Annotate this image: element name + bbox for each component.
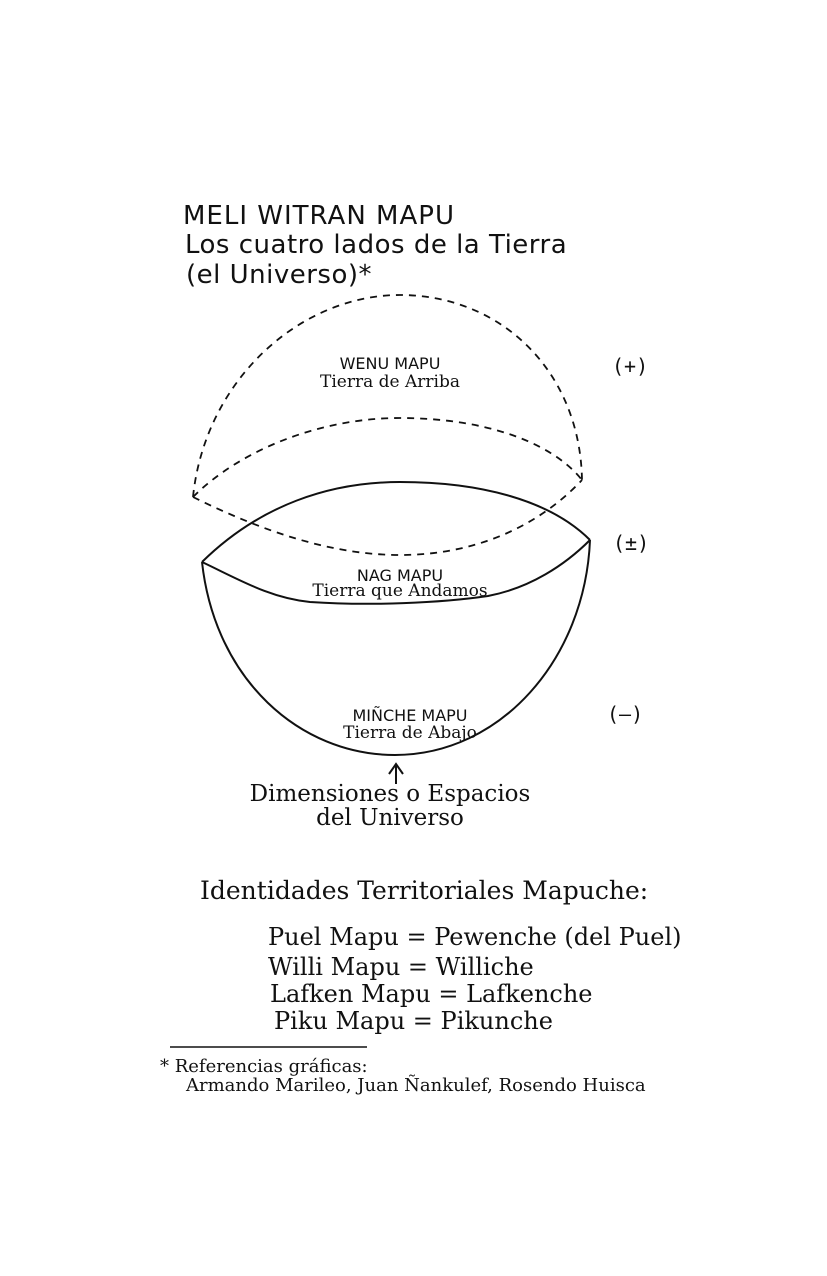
minche-mapu-name: MIÑCHE MAPU (352, 706, 468, 725)
wenu-mapu-sign: (+) (612, 354, 649, 378)
equals-sign: = (412, 1007, 441, 1035)
arrow-caption-line-2: del Universo (316, 805, 464, 831)
identity-item: Puel Mapu = Pewenche (del Puel) (268, 925, 682, 949)
nag-mapu-meaning: Tierra que Andamos (312, 581, 488, 601)
identity-item: Willi Mapu = Williche (268, 955, 534, 979)
minche-mapu-bowl (201, 539, 591, 757)
minche-mapu-meaning: Tierra de Abajo (343, 723, 477, 743)
arrow-caption-line-1: Dimensiones o Espacios (249, 781, 531, 807)
footnote-line-2: Armando Marileo, Juan Ñankulef, Rosendo … (186, 1075, 646, 1096)
arrow-head (388, 762, 404, 775)
identity-territory: Piku Mapu (274, 1007, 406, 1035)
equals-sign: = (406, 923, 435, 951)
wenu-mapu-back-rim (192, 417, 583, 498)
nag-mapu-back-rim (201, 480, 591, 563)
nag-mapu-name: NAG MAPU (356, 566, 444, 585)
identity-territory: Lafken Mapu (270, 980, 431, 1008)
title-line-1: MELI WITRAN MAPU (183, 201, 455, 231)
wenu-mapu-meaning: Tierra de Arriba (320, 372, 460, 392)
identity-territory: Puel Mapu (268, 923, 399, 951)
identity-territory: Willi Mapu (268, 953, 401, 981)
identity-people: Williche (435, 953, 534, 981)
equals-sign: = (438, 980, 467, 1008)
minche-mapu-sign: (–) (607, 702, 644, 726)
equals-sign: = (407, 953, 436, 981)
title-line-2: Los cuatro lados de la Tierra (185, 230, 568, 260)
wenu-mapu-name: WENU MAPU (339, 354, 441, 373)
wenu-mapu-dome (192, 294, 583, 498)
identity-item: Lafken Mapu = Lafkenche (270, 982, 593, 1006)
identity-people: Lafkenche (466, 980, 593, 1008)
nag-mapu-front-rim (201, 539, 591, 605)
nag-mapu-sign: (±) (613, 531, 650, 555)
identities-heading: Identidades Territoriales Mapuche: (200, 876, 649, 905)
wenu-mapu-front-rim (192, 479, 583, 556)
identity-people: Pewenche (del Puel) (434, 923, 682, 951)
identity-item: Piku Mapu = Pikunche (274, 1009, 553, 1033)
identity-people: Pikunche (440, 1007, 553, 1035)
footnote-line-1: * Referencias gráficas: (160, 1056, 368, 1077)
title-line-3: (el Universo)* (186, 260, 373, 290)
